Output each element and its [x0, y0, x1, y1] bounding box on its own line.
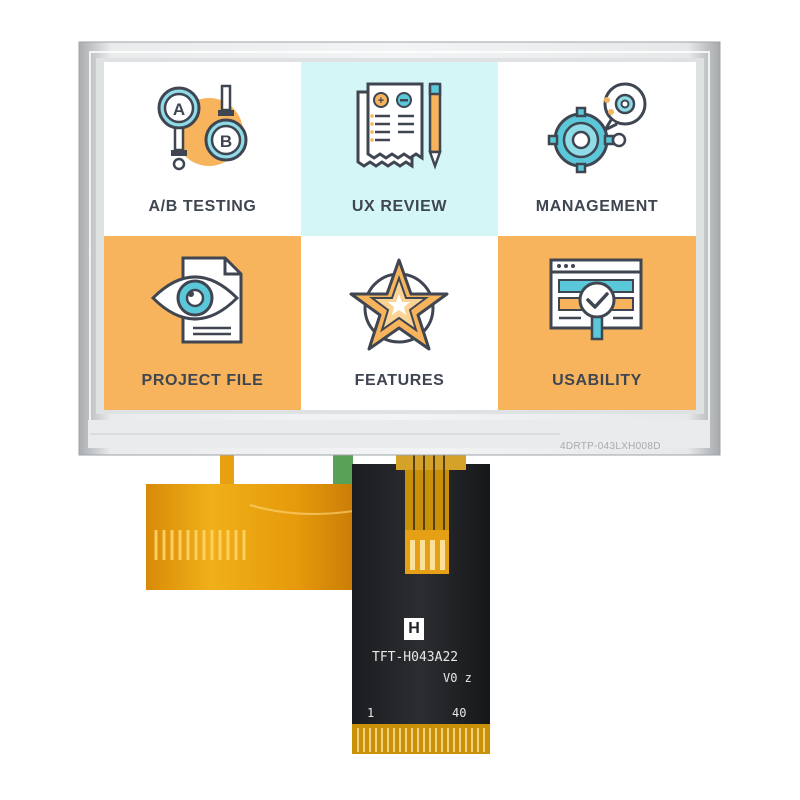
touch-panel-code: 4DRTP-043LXH008D	[560, 441, 661, 452]
fpc-logo-box	[404, 618, 424, 640]
svg-text:A: A	[173, 100, 185, 119]
tile-label-ux-review: UX REVIEW	[351, 198, 448, 215]
tile-ab-testing[interactable]: A B A/B TESTING	[104, 62, 301, 236]
tile-features[interactable]: FEATURES	[301, 236, 498, 410]
fpc-pin-last: 40	[452, 706, 467, 720]
ab-testing-icon: A B	[157, 84, 248, 171]
tile-project-file[interactable]: PROJECT FILE	[104, 236, 301, 410]
tile-ux-review[interactable]: + UX REVIEW	[301, 62, 498, 236]
ux-review-icon: +	[356, 82, 442, 170]
tile-label-usability: USABILITY	[552, 372, 642, 389]
usability-icon	[549, 258, 643, 341]
tile-label-ab-testing: A/B TESTING	[148, 198, 257, 215]
fpc-model: TFT-H043A22	[372, 650, 459, 665]
tile-management[interactable]: MANAGEMENT	[498, 62, 696, 236]
tile-label-features: FEATURES	[354, 372, 445, 389]
project-file-eye-icon	[150, 256, 243, 344]
main-fpc-cable	[352, 464, 490, 754]
tile-usability[interactable]: USABILITY	[498, 236, 696, 410]
left-flex-cable	[146, 455, 361, 590]
fpc-pin-first: 1	[367, 706, 375, 720]
fpc-logo: H	[408, 620, 420, 637]
lcd-screen: A B A/B TESTING +	[104, 62, 696, 410]
tile-label-project-file: PROJECT FILE	[141, 372, 264, 389]
svg-text:+: +	[378, 95, 384, 107]
features-star-icon	[349, 258, 449, 351]
fpc-version: V0 z	[443, 671, 472, 685]
svg-text:B: B	[220, 132, 232, 151]
tile-label-management: MANAGEMENT	[535, 198, 659, 215]
management-gears-icon	[547, 82, 647, 174]
